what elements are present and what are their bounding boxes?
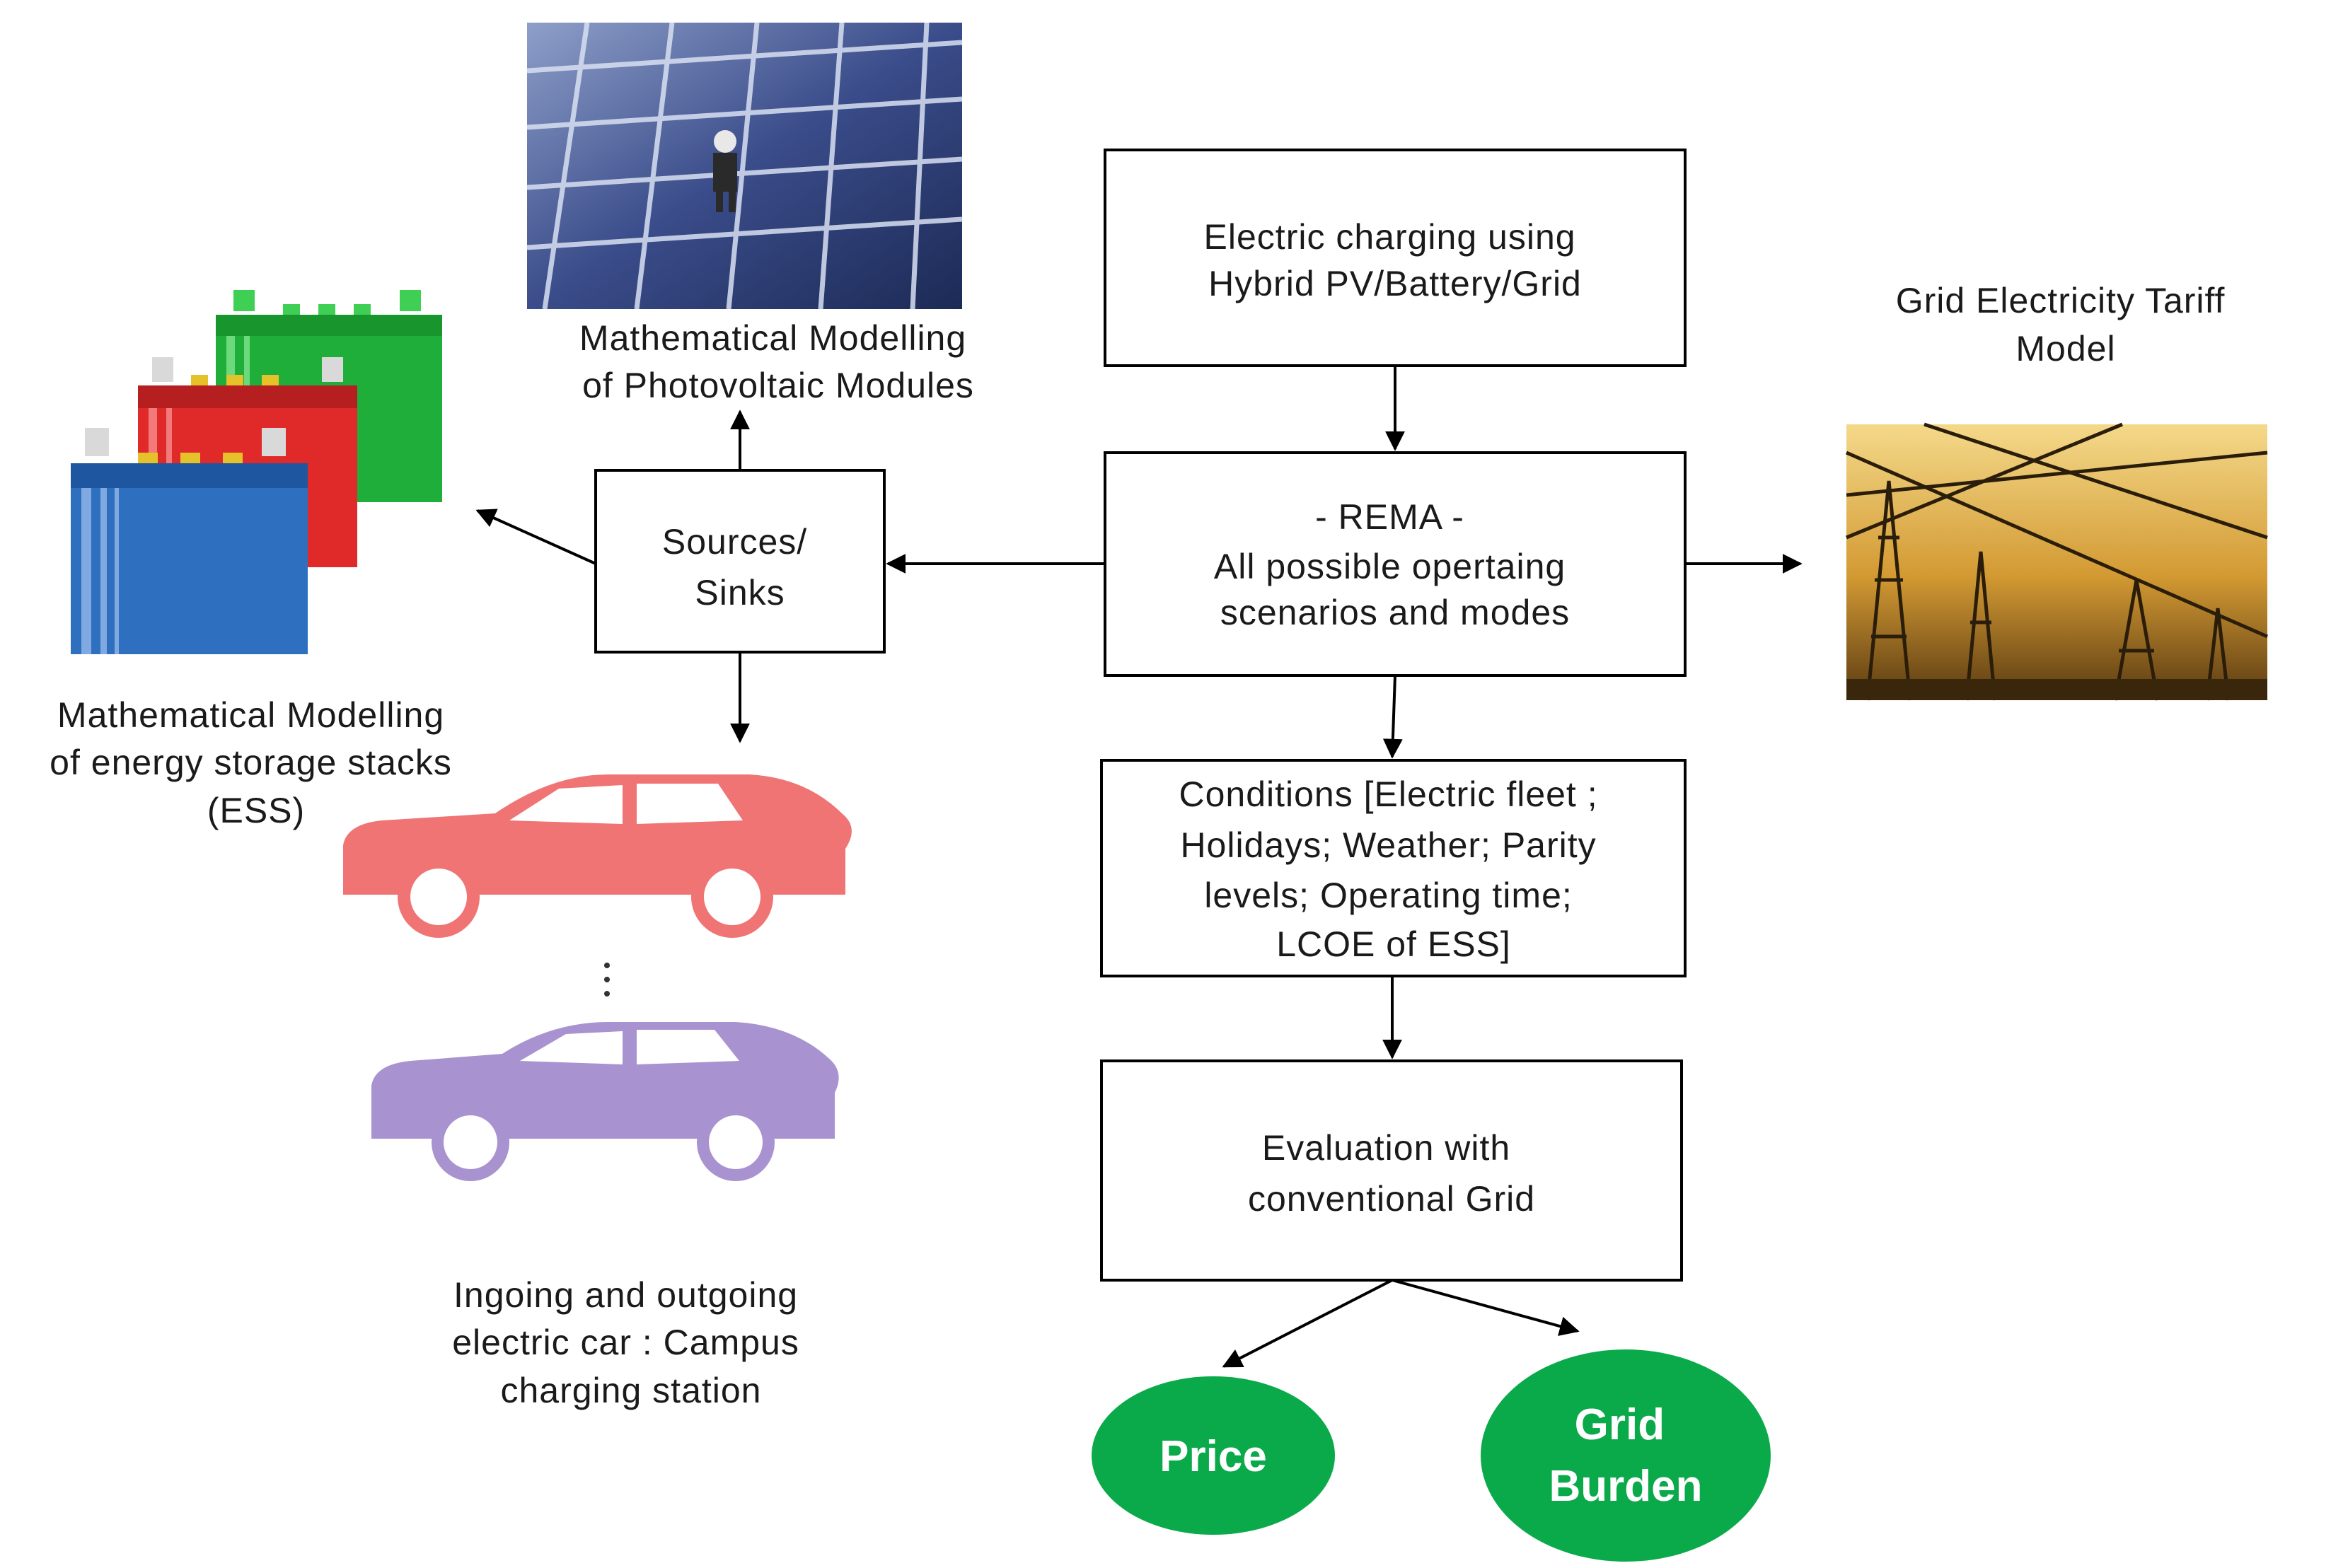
price-oval (1092, 1376, 1335, 1535)
car-red (343, 774, 852, 938)
continuation-dots (604, 963, 610, 997)
cars-label: Ingoing and outgoing electric car : Camp… (452, 1275, 810, 1410)
battery-stack-icon (71, 290, 442, 654)
conditions-box (1100, 759, 1687, 977)
car-icon (343, 774, 852, 1181)
rema-box (1104, 451, 1687, 677)
arrow-sources-to-ess (475, 509, 596, 565)
sources-sinks-text: Sources/ Sinks (662, 522, 818, 612)
evaluation-box (1100, 1059, 1683, 1282)
tariff-label: Grid Electricity Tariff Model (1896, 281, 2236, 368)
car-purple (371, 1022, 839, 1181)
grid-burden-label: Grid Burden (1549, 1400, 1703, 1511)
charging-text: Electric charging using Hybrid PV/Batter… (1204, 217, 1587, 303)
arrow-evaluation-to-grid-burden (1392, 1279, 1580, 1336)
evaluation-text: Evaluation with conventional Grid (1248, 1128, 1535, 1219)
conditions-text: Conditions [Electric fleet ; Holidays; W… (1179, 774, 1608, 964)
arrow-evaluation-to-price (1222, 1279, 1393, 1368)
arrow-rema-to-conditions (1382, 675, 1403, 759)
power-lines-icon (1845, 422, 2269, 701)
solar-panels-icon (526, 22, 963, 310)
battery-blue (71, 428, 308, 654)
ess-label: Mathematical Modelling of energy storage… (50, 695, 463, 830)
grid-burden-oval (1481, 1349, 1771, 1562)
person-icon (713, 130, 737, 212)
rema-text: - REMA - All possible opertaing scenario… (1214, 497, 1576, 632)
pv-label: Mathematical Modelling of Photovoltaic M… (579, 318, 977, 405)
charging-box (1104, 149, 1687, 367)
price-label: Price (1159, 1432, 1267, 1481)
